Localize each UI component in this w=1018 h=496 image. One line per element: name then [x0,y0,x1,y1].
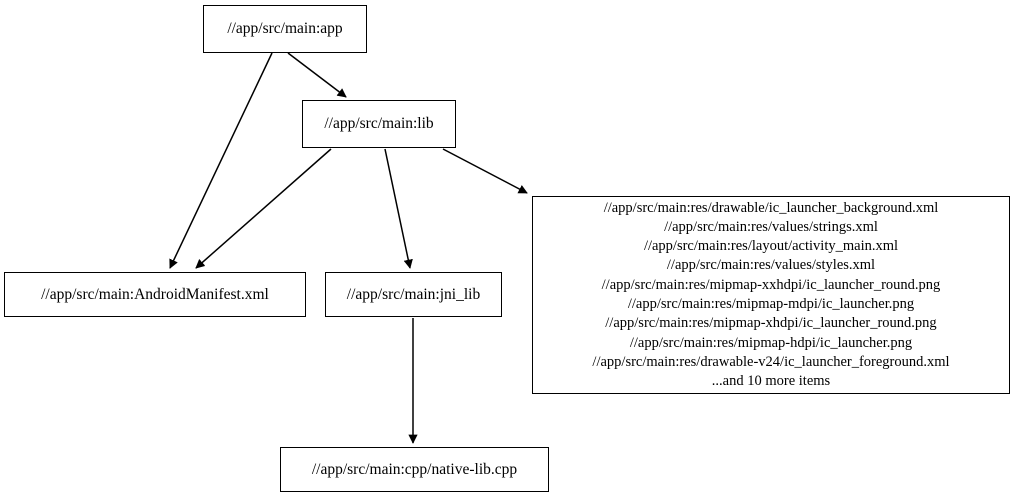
node-jni-lib-label: //app/src/main:jni_lib [346,285,481,303]
edge-lib-to-res [442,148,528,194]
node-res-group-label: //app/src/main:res/drawable/ic_launcher_… [592,199,950,390]
node-jni-lib[interactable]: //app/src/main:jni_lib [325,272,502,317]
edge-lib-to-manifest [195,148,332,269]
node-res-group[interactable]: //app/src/main:res/drawable/ic_launcher_… [532,196,1010,394]
node-app-label: //app/src/main:app [227,20,343,38]
node-native-lib-cpp-label: //app/src/main:cpp/native-lib.cpp [311,460,518,478]
node-native-lib-cpp[interactable]: //app/src/main:cpp/native-lib.cpp [280,447,549,492]
node-android-manifest[interactable]: //app/src/main:AndroidManifest.xml [4,272,306,317]
edge-app-to-manifest [169,52,273,269]
node-lib-label: //app/src/main:lib [324,115,434,133]
node-lib[interactable]: //app/src/main:lib [302,100,456,148]
node-app[interactable]: //app/src/main:app [203,5,367,53]
edge-lib-to-jni-lib [384,148,413,269]
node-android-manifest-label: //app/src/main:AndroidManifest.xml [41,285,269,303]
edge-app-to-lib [287,52,347,98]
